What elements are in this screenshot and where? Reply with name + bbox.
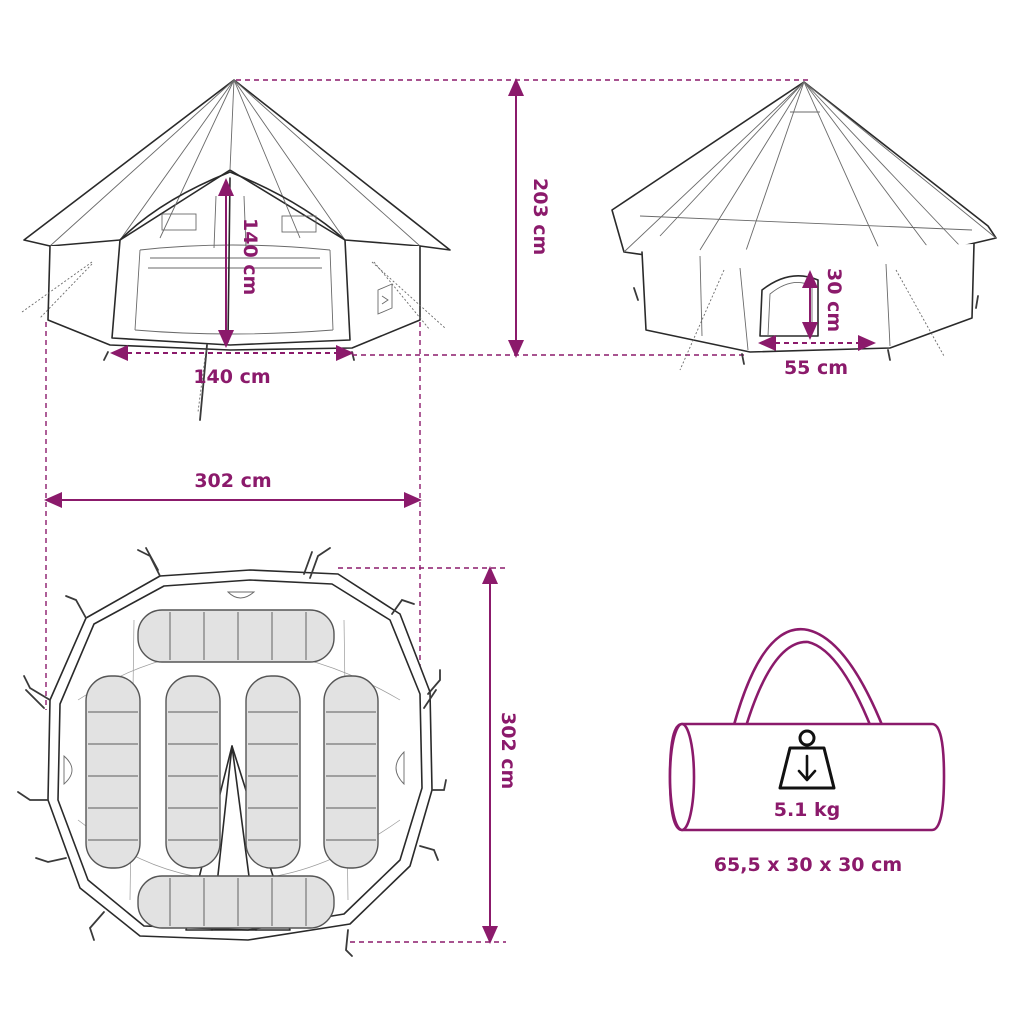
sleeping-bag-1 xyxy=(85,675,141,869)
floor-width-dimension: 302 cm xyxy=(44,470,422,508)
floor-width-label: 302 cm xyxy=(194,470,271,492)
sleeping-bag-bottom xyxy=(137,875,335,929)
sleeping-bag-3 xyxy=(245,675,301,869)
bag-dimensions-label: 65,5 x 30 x 30 cm xyxy=(714,854,902,876)
brand-logo-icon xyxy=(377,283,393,315)
tent-pegs xyxy=(17,547,447,957)
door-width-label: 140 cm xyxy=(193,366,270,388)
carry-bag: 5.1 kg xyxy=(668,627,946,832)
door-height-dimension: 140 cm xyxy=(218,178,261,348)
window-height-dimension: 30 cm xyxy=(802,268,845,340)
window-height-label: 30 cm xyxy=(823,268,845,332)
window-width-dimension: 55 cm xyxy=(758,335,876,379)
bag-weight-label: 5.1 kg xyxy=(774,799,841,821)
rear-view-tent xyxy=(611,81,997,371)
floor-depth-label: 302 cm xyxy=(497,712,519,789)
window-width-label: 55 cm xyxy=(784,357,848,379)
door-height-label: 140 cm xyxy=(239,218,261,295)
floor-depth-dimension: 302 cm xyxy=(338,566,519,944)
sleeping-bag-4 xyxy=(323,675,379,869)
floor-plan xyxy=(17,547,447,957)
door-width-dimension: 140 cm xyxy=(110,345,354,388)
weight-icon xyxy=(778,729,836,790)
sleeping-bag-top xyxy=(137,609,335,663)
sleeping-bag-2 xyxy=(165,675,221,869)
total-height-label: 203 cm xyxy=(529,178,551,255)
total-height-dimension: 203 cm xyxy=(236,78,808,358)
